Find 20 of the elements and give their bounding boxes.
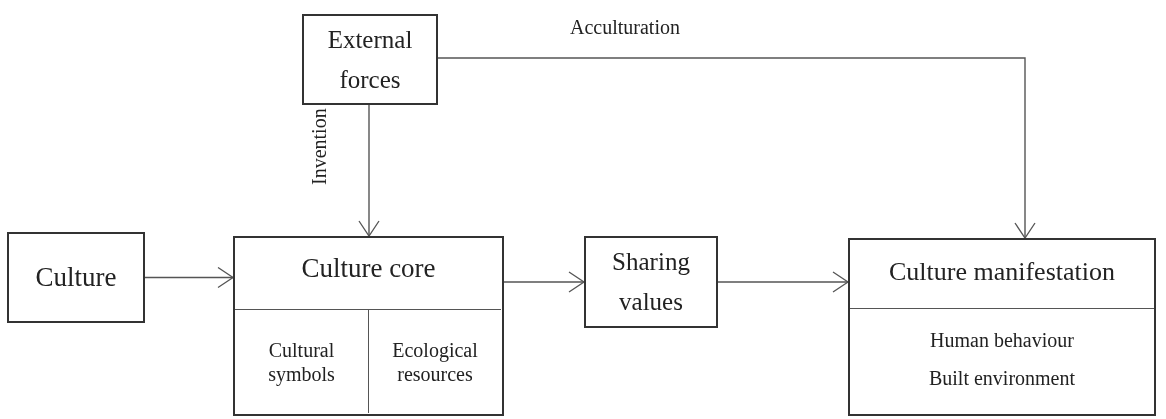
process-box (7, 232, 145, 323)
process-box (302, 14, 438, 105)
node-label: Built environment (927, 366, 1077, 390)
process-box (848, 238, 1156, 416)
node-label: Sharing values (611, 247, 691, 317)
node-label: Human behaviour (929, 328, 1075, 352)
node-label: External forces (326, 24, 414, 95)
arrow (358, 104, 380, 237)
node-label: Culture (34, 260, 118, 294)
arrow (717, 271, 849, 293)
process-box (584, 236, 718, 328)
node-label: Cultural symbols (267, 337, 336, 386)
node-heading: Culture core (300, 252, 437, 285)
table-cell (235, 309, 369, 413)
arrow (437, 57, 1036, 239)
arrow (144, 266, 234, 289)
node-label: Ecological resources (391, 337, 479, 386)
node-heading: Culture manifestation (888, 256, 1116, 288)
arrow (503, 271, 585, 293)
process-box (233, 236, 504, 416)
